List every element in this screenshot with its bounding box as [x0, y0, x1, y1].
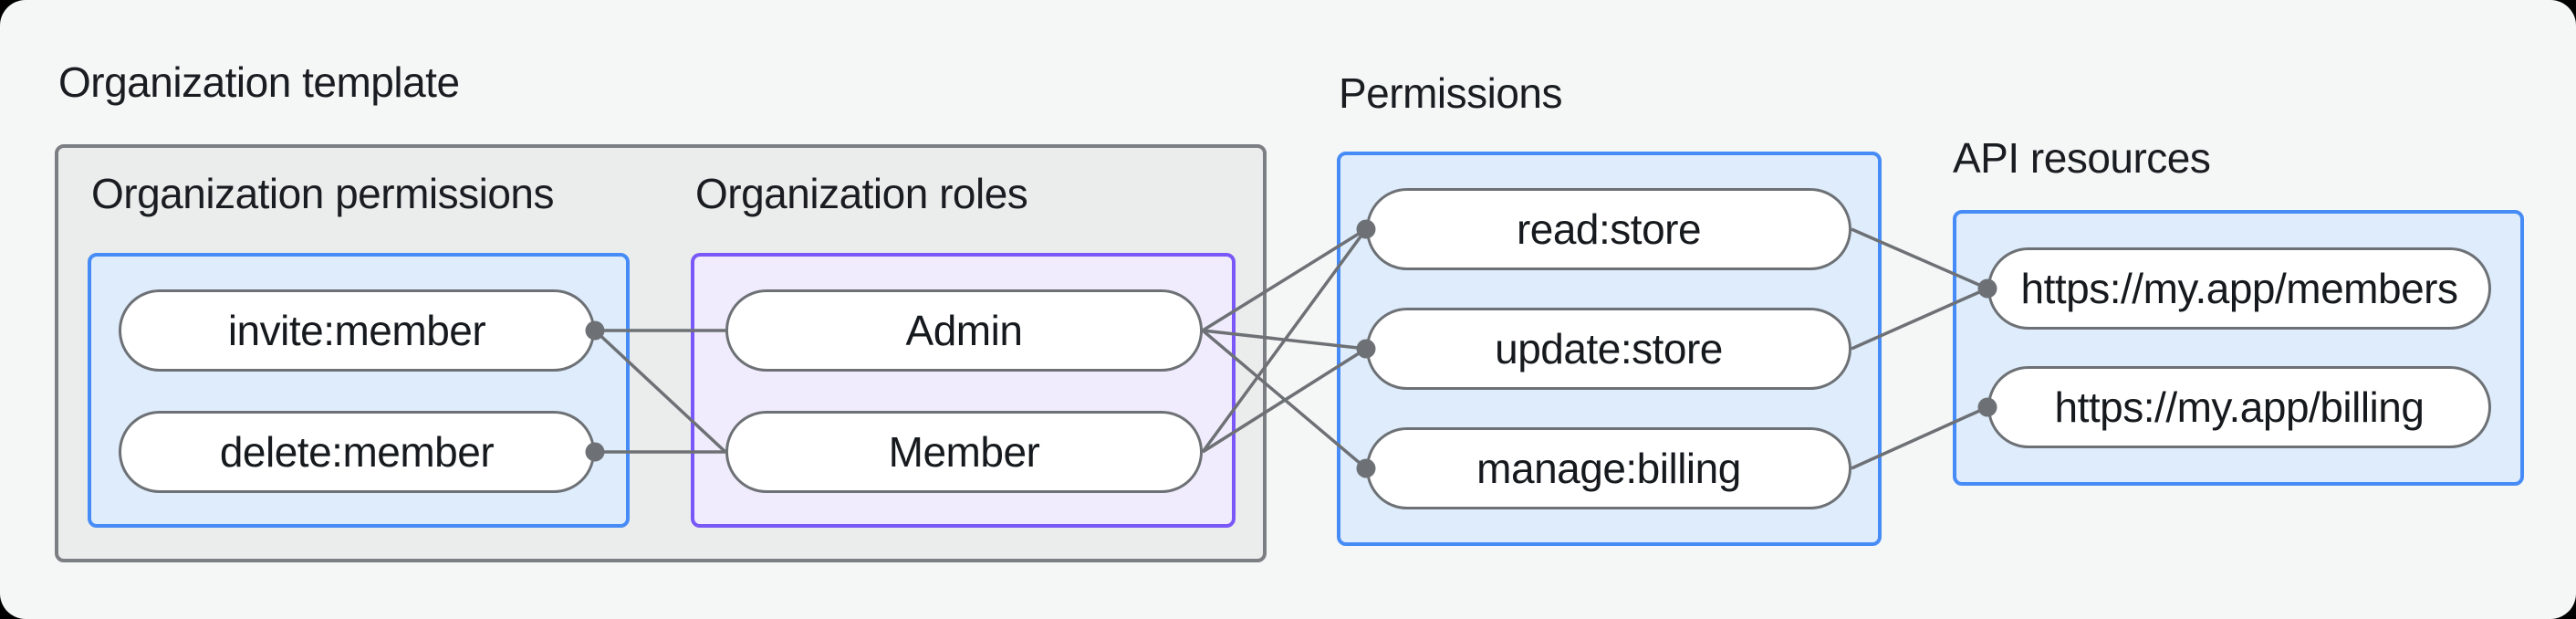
node-delete-member: delete:member	[119, 411, 595, 493]
node-billing-url: https://my.app/billing	[1987, 366, 2491, 448]
api-resources-label: API resources	[1953, 134, 2211, 182]
node-members-url: https://my.app/members	[1987, 247, 2491, 330]
org-roles-label: Organization roles	[695, 170, 1028, 217]
node-admin: Admin	[725, 289, 1203, 372]
node-update-store: update:store	[1366, 308, 1851, 390]
node-read-store: read:store	[1366, 188, 1851, 270]
org-permissions-label: Organization permissions	[91, 170, 555, 217]
permissions-label: Permissions	[1339, 69, 1563, 117]
node-member: Member	[725, 411, 1203, 493]
org-template-label: Organization template	[58, 58, 460, 106]
node-invite-member: invite:member	[119, 289, 595, 372]
node-manage-billing: manage:billing	[1366, 427, 1851, 509]
